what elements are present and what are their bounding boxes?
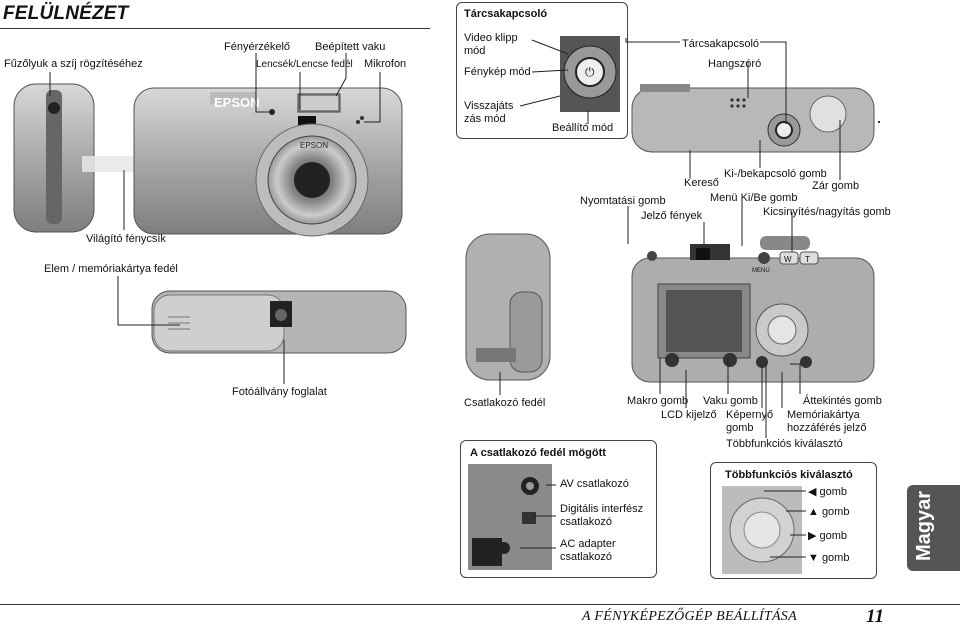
language-tab-label: Magyar <box>913 490 935 561</box>
dial-box-title: Tárcsakapcsoló <box>464 8 548 20</box>
footer-rule <box>0 604 960 605</box>
front-brand: EPSON <box>214 95 260 110</box>
indicator-label: Jelző fények <box>641 210 703 222</box>
connector-closeup <box>468 464 552 570</box>
mic-label: Mikrofon <box>364 58 407 70</box>
viewfinder-label: Kereső <box>684 177 719 189</box>
multi-selector-label: Többfunkciós kiválasztó <box>726 438 843 450</box>
lens-cover-label: Lencsék/Lencse fedél <box>256 59 353 70</box>
menu-tag: MENU <box>752 268 770 274</box>
card-access-label: Memóriakártya hozzáférés jelző <box>787 409 867 434</box>
page-number: 11 <box>866 606 884 627</box>
zoom-t-tag: T <box>805 255 810 264</box>
language-tab: Magyar <box>907 485 960 571</box>
dial-setup-label: Beállító mód <box>552 122 614 134</box>
connector-box-title: A csatlakozó fedél mögött <box>470 447 606 459</box>
camera-bottom-photo <box>151 290 407 354</box>
right-button-label: ▶ gomb <box>808 530 848 542</box>
connector-cover-label: Csatlakozó fedél <box>464 397 546 409</box>
title-rule <box>0 28 430 29</box>
lens-brand: EPSON <box>300 141 328 150</box>
power-button-label: Ki-/bekapcsoló gomb <box>724 168 827 180</box>
multi-selector-closeup <box>722 486 802 574</box>
display-button-label: Áttekintés gomb <box>803 395 882 407</box>
screen-button-label: Képernyő gomb <box>726 409 774 434</box>
print-button-label: Nyomtatási gomb <box>580 195 666 207</box>
menu-button-label: Menü Ki/Be gomb <box>710 192 798 204</box>
digital-connector-label: Digitális interfész csatlakozó <box>560 503 644 528</box>
macro-button-label: Makro gomb <box>627 395 689 407</box>
top-dial-label: Tárcsakapcsoló <box>682 38 760 50</box>
speaker-label: Hangszóró <box>708 58 762 70</box>
svg-text:⏻: ⏻ <box>585 65 595 79</box>
lcd-label: LCD kijelző <box>661 409 717 421</box>
strap-label: Fűzőlyuk a szíj rögzítéséhez <box>4 58 143 70</box>
shutter-button-label: Zár gomb <box>812 180 860 192</box>
camera-top-photo <box>631 84 880 153</box>
av-connector-label: AV csatlakozó <box>560 478 629 490</box>
flash-label: Beépített vaku <box>315 41 386 53</box>
ac-connector-label: AC adapter csatlakozó <box>560 538 616 563</box>
flash-button-label: Vaku gomb <box>703 395 758 407</box>
down-button-label: ▼ gomb <box>808 552 850 564</box>
dial-video-label: Video klipp mód <box>464 32 518 57</box>
sensor-label: Fényérzékelő <box>224 41 291 53</box>
camera-front-photo: EPSON EPSON <box>13 83 403 237</box>
zoom-w-tag: W <box>784 255 792 264</box>
dial-photo-label: Fénykép mód <box>464 66 531 78</box>
zoom-button-label: Kicsinyítés/nagyítás gomb <box>763 206 891 218</box>
self-timer-label: Világító fénycsík <box>86 233 166 245</box>
battery-cover-label: Elem / memóriakártya fedél <box>44 263 178 275</box>
left-button-label: ◀ gomb <box>808 486 848 498</box>
camera-side-photo <box>465 233 551 381</box>
up-button-label: ▲ gomb <box>808 506 850 518</box>
camera-back-photo: MENU W T <box>631 236 875 383</box>
multi-box-title: Többfunkciós kiválasztó <box>725 469 853 481</box>
dial-closeup: ⏻ <box>560 36 620 112</box>
dial-playback-label: Visszajáts zás mód <box>464 100 514 125</box>
page-title: FELÜLNÉZET <box>3 3 129 24</box>
tripod-label: Fotóállvány foglalat <box>232 386 327 398</box>
footer-text: A FÉNYKÉPEZŐGÉP BEÁLLÍTÁSA <box>582 609 797 624</box>
